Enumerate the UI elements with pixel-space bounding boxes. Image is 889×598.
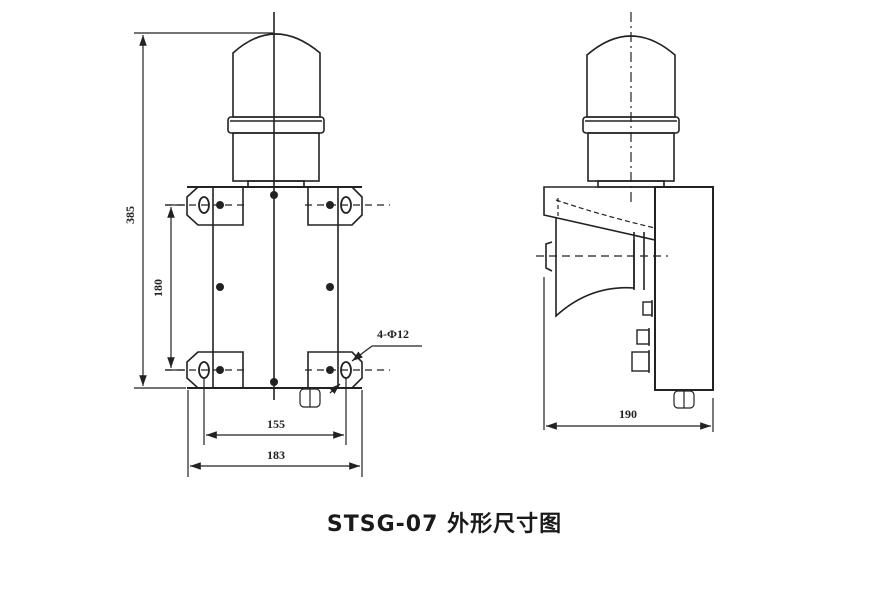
housing-box [654,186,714,391]
dim-183: 183 [267,448,285,462]
mount-bracket-bottom-left [186,351,244,389]
horn-speaker [545,198,656,318]
side-connectors [631,300,653,373]
screw-points [216,191,334,386]
side-view [536,12,714,430]
drawing-title: STSG-07 外形尺寸图 [326,512,563,537]
mount-bracket-top-left [186,186,244,226]
side-dimensions [546,398,714,432]
beacon-lamp [227,33,325,188]
cable-gland-front [299,388,321,408]
dim-mount-holes: 4-Φ12 [377,327,409,341]
cable-gland-side [673,390,695,409]
mount-bracket-top-right [307,186,363,226]
dim-180: 180 [151,279,165,297]
front-dimensions [134,32,422,477]
dim-190: 190 [619,407,637,421]
dim-155: 155 [267,417,285,431]
front-view [165,12,390,408]
dim-385: 385 [123,206,137,224]
